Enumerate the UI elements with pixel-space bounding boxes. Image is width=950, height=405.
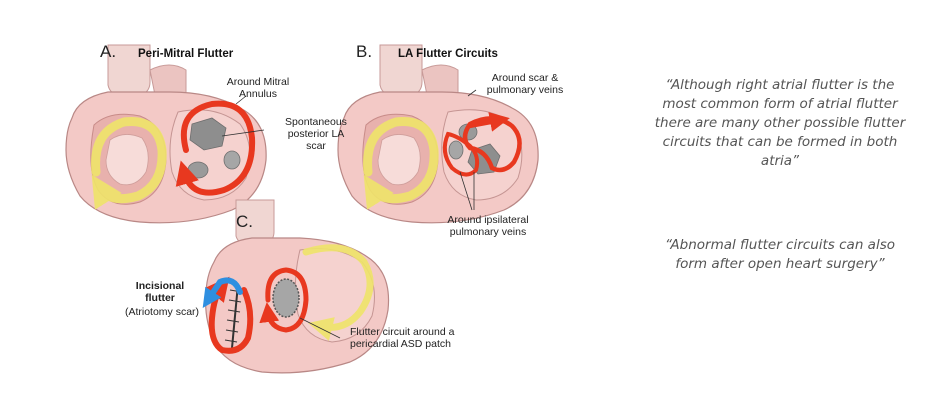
panel-c-letter: C.	[236, 212, 253, 231]
panel-a-letter: A.	[100, 42, 117, 61]
atrial-flutter-figure: A. Peri-Mitral Flutter Around Mitral Ann…	[65, 42, 564, 374]
quote-right-atrial-flutter: “Although right atrial flutter is the mo…	[654, 77, 906, 169]
label-asd-patch-circuit: Flutter circuit around a pericardial ASD…	[350, 326, 455, 350]
quote-open-heart-surgery: “Abnormal flutter circuits can also form…	[665, 237, 895, 272]
panel-b-letter: B.	[356, 42, 373, 61]
heart-illustrations	[65, 44, 539, 374]
panel-a-title: Peri-Mitral Flutter	[138, 48, 234, 60]
label-around-ipsilateral-veins: Around ipsilateral pulmonary veins	[447, 214, 529, 238]
heart-a	[65, 44, 267, 224]
heart-b	[337, 44, 539, 224]
heart-c	[202, 199, 390, 374]
label-around-mitral-annulus: Around Mitral Annulus	[226, 76, 290, 100]
label-posterior-la-scar: Spontaneous posterior LA scar	[285, 116, 347, 152]
label-around-scar-veins: Around scar & pulmonary veins	[486, 72, 564, 96]
incisional-flutter-title: Incisional flutter	[135, 280, 185, 304]
incisional-flutter-subtitle: (Atriotomy scar)	[124, 306, 200, 318]
panel-b-title: LA Flutter Circuits	[398, 48, 498, 60]
